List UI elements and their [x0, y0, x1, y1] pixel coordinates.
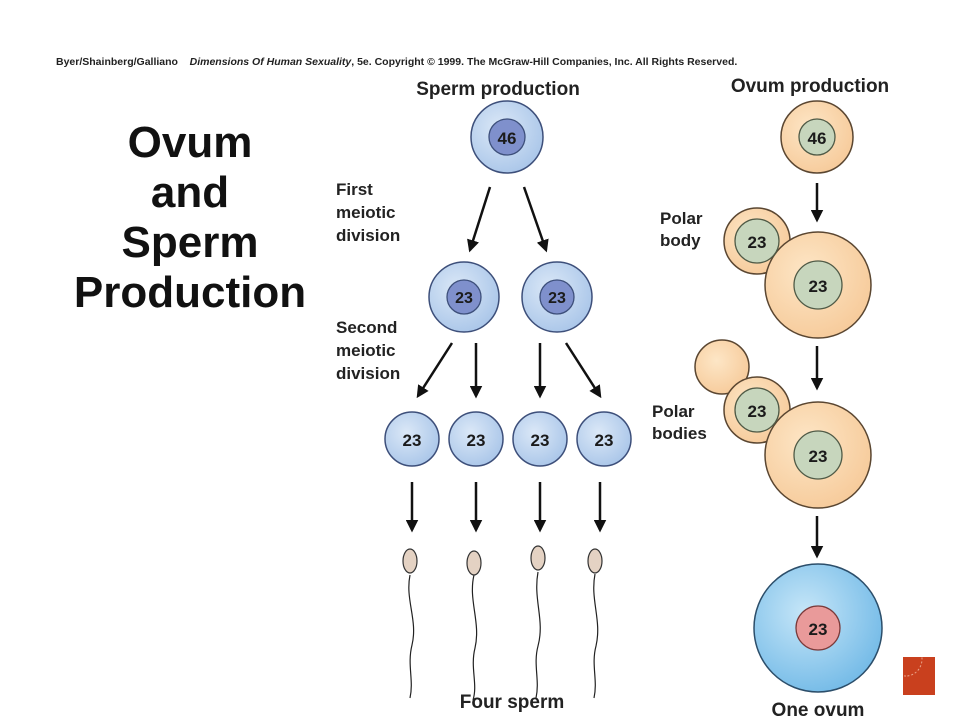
chromosome-count: 23: [809, 277, 828, 296]
chromosome-count: 23: [531, 431, 550, 450]
polar-bodies-label: Polar bodies: [652, 402, 707, 443]
chromosome-count: 23: [455, 290, 473, 307]
second-division-label: Second meiotic division: [336, 318, 400, 383]
ovum-parent-cell: 46: [780, 100, 854, 174]
label-line: Second: [336, 318, 397, 337]
title-line: Sperm: [121, 218, 259, 267]
label-line: meiotic: [336, 341, 396, 360]
spermatid-cell: 23: [384, 411, 440, 467]
polar-body-label: Polar body: [660, 209, 703, 250]
title-line: Production: [73, 268, 307, 317]
credit-book: Dimensions Of Human Sexuality: [189, 56, 352, 68]
copyright-credit: Byer/Shainberg/Galliano Dimensions Of Hu…: [56, 56, 737, 68]
chromosome-count: 46: [808, 129, 827, 148]
arrow: [416, 342, 454, 399]
label-line: Polar: [660, 209, 703, 228]
first-division-label: First meiotic division: [336, 180, 400, 245]
title-line: and: [150, 168, 230, 217]
sperm-cell: [402, 548, 418, 699]
label-line: Polar: [652, 402, 695, 421]
label-line: division: [336, 364, 400, 383]
sperm-cell: [466, 550, 482, 701]
sperm-secondary-cell: 23: [521, 261, 593, 333]
chromosome-count: 23: [467, 431, 486, 450]
credit-rest: , 5e. Copyright © 1999. The McGraw-Hill …: [351, 56, 738, 68]
credit-authors: Byer/Shainberg/Galliano: [56, 56, 178, 68]
chromosome-count: 46: [498, 129, 517, 148]
chromosome-count: 23: [748, 402, 767, 421]
sperm-cell: [530, 545, 546, 699]
sperm-secondary-cell: 23: [428, 261, 500, 333]
label-line: division: [336, 226, 400, 245]
ootid-with-polar-bodies: 23 23: [694, 339, 872, 509]
arrow: [564, 342, 602, 399]
label-line: bodies: [652, 424, 707, 443]
secondary-oocyte-with-polar-body: 23 23: [723, 207, 872, 339]
mature-ovum-cell: 23: [753, 563, 883, 693]
spermatid-cell: 23: [448, 411, 504, 467]
spermatid-cell: 23: [512, 411, 568, 467]
sperm-cell: [587, 548, 603, 699]
ovum-heading: Ovum production: [731, 76, 889, 97]
chromosome-count: 23: [809, 620, 828, 639]
chromosome-count: 23: [748, 233, 767, 252]
sperm-footer: Four sperm: [460, 692, 565, 713]
label-line: meiotic: [336, 203, 396, 222]
slide-badge-icon: [903, 657, 935, 695]
sperm-heading: Sperm production: [416, 79, 580, 100]
ovum-footer: One ovum: [772, 700, 865, 720]
label-line: First: [336, 180, 373, 199]
chromosome-count: 23: [548, 290, 566, 307]
title-line: Ovum: [127, 118, 253, 167]
sperm-parent-cell: 46: [470, 100, 544, 174]
spermatid-cell: 23: [576, 411, 632, 467]
chromosome-count: 23: [403, 431, 422, 450]
label-line: body: [660, 231, 701, 250]
slide-title: Ovum and Sperm Production: [40, 118, 340, 318]
arrow: [467, 186, 492, 253]
chromosome-count: 23: [809, 447, 828, 466]
arrow: [522, 186, 549, 253]
chromosome-count: 23: [595, 431, 614, 450]
